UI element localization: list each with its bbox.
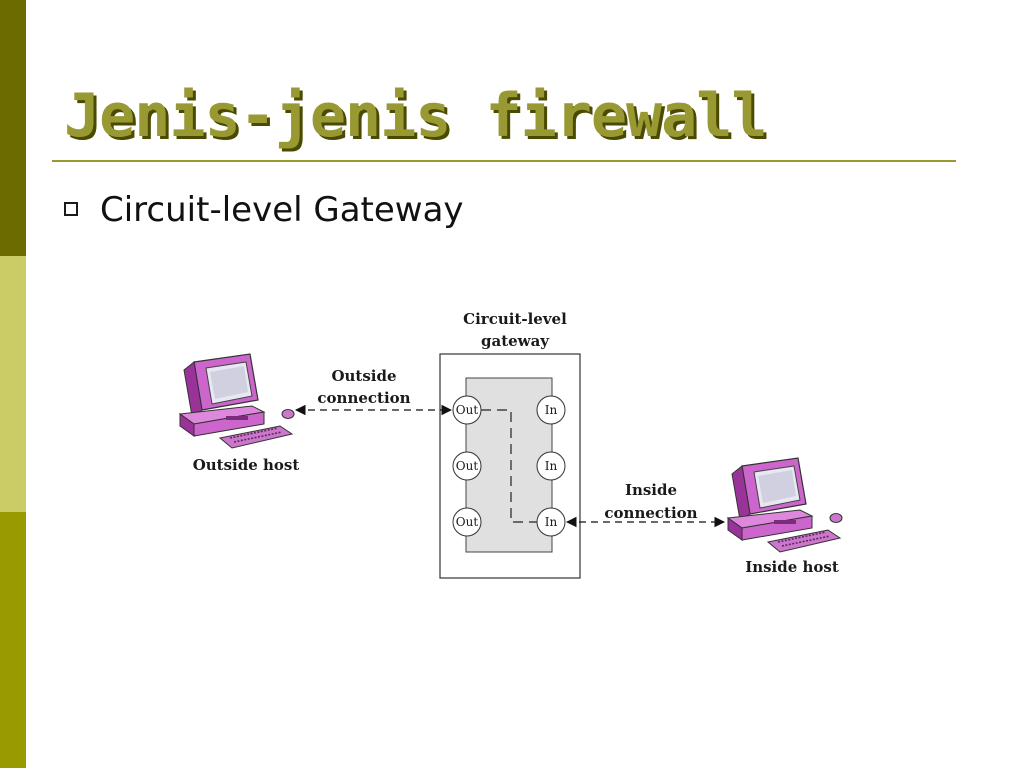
- in-port-3: [536, 507, 566, 537]
- sidebar-block-top: [0, 0, 26, 256]
- out-port-label-2: Out: [456, 459, 479, 473]
- internal-relay-path: [481, 409, 538, 523]
- inside-connection-label-line2: connection: [604, 504, 697, 522]
- inside-host-computer-icon: [727, 457, 843, 553]
- outside-host-computer-icon: [179, 353, 295, 449]
- out-port-1: [452, 395, 482, 425]
- sidebar-block-bottom: [0, 512, 26, 768]
- slide-title: Jenis-jenis firewall: [64, 81, 767, 151]
- outside-host-label: Outside host: [193, 456, 300, 474]
- title-divider: [52, 160, 956, 162]
- gateway-label-line1: Circuit-level: [463, 310, 567, 328]
- inside-host-label: Inside host: [745, 558, 839, 576]
- in-port-2: [536, 451, 566, 481]
- in-port-label-3: In: [545, 515, 558, 529]
- sidebar-block-middle: [0, 256, 26, 512]
- out-port-label-1: Out: [456, 403, 479, 417]
- outside-connection-label-line2: connection: [317, 389, 410, 407]
- sidebar-stripe: [0, 0, 26, 768]
- out-port-2: [452, 451, 482, 481]
- inside-connection-label-line1: Inside: [625, 481, 677, 499]
- in-port-1: [536, 395, 566, 425]
- bullet-text: Circuit-level Gateway: [100, 190, 464, 230]
- out-port-label-3: Out: [456, 515, 479, 529]
- in-port-label-2: In: [545, 459, 558, 473]
- square-bullet-icon: [64, 202, 78, 216]
- out-port-3: [452, 507, 482, 537]
- in-port-label-1: In: [545, 403, 558, 417]
- gateway-label-line2: gateway: [481, 332, 550, 350]
- outside-connection-label-line1: Outside: [331, 367, 396, 385]
